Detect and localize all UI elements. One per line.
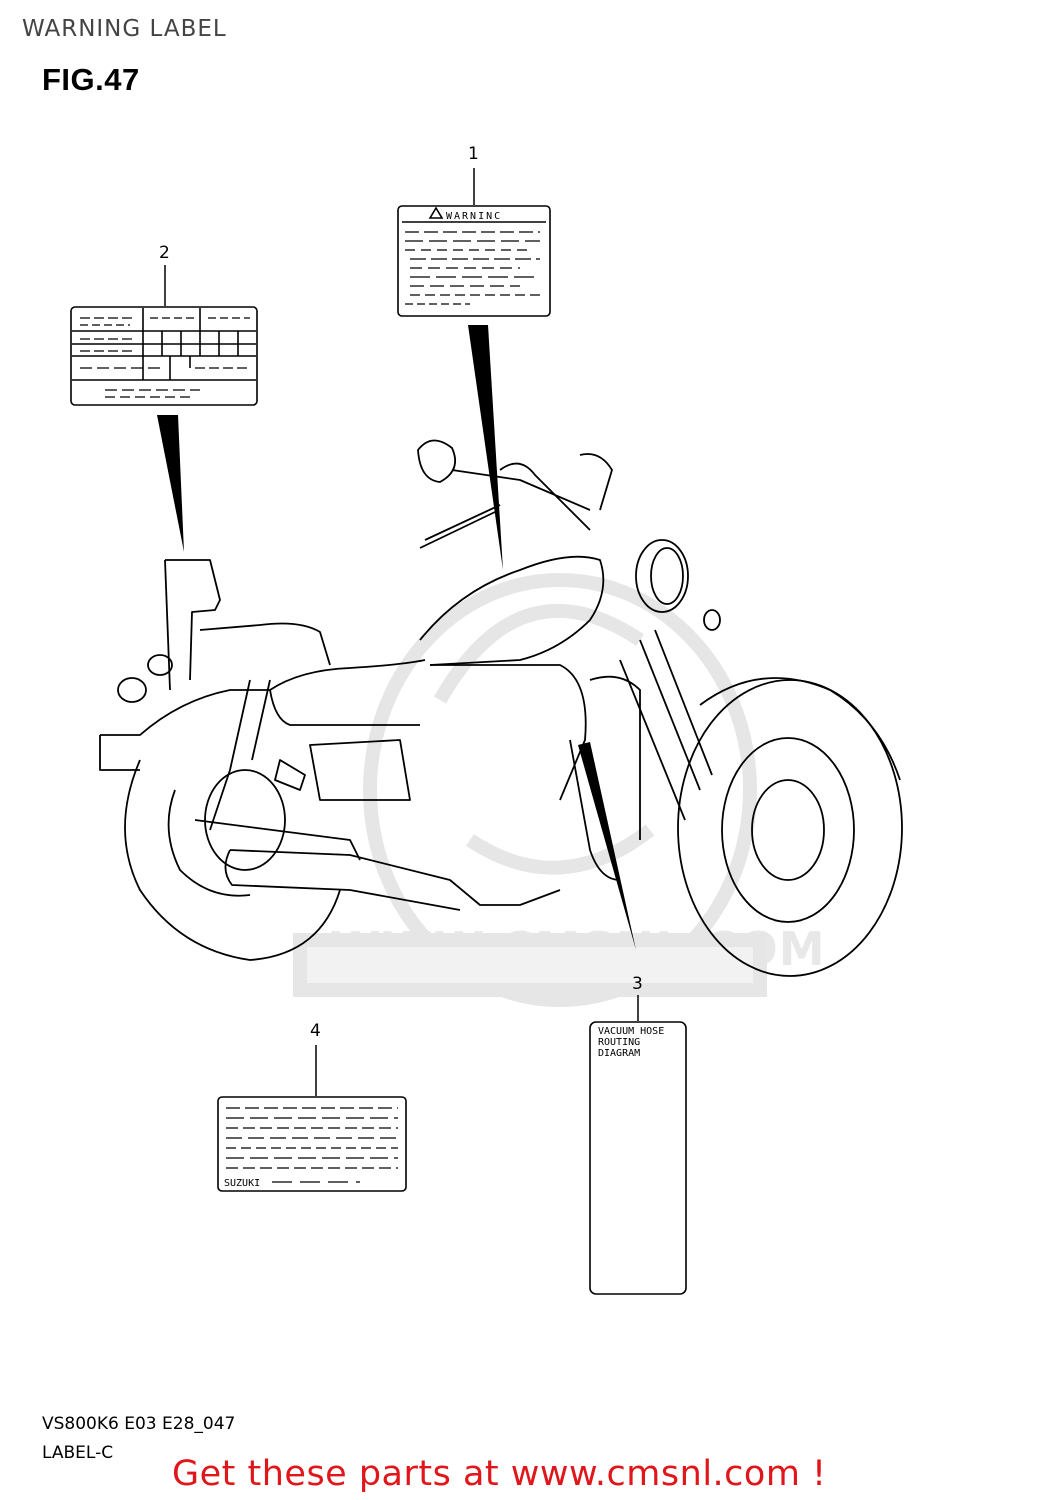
label-maker-name: SUZUKI bbox=[224, 1178, 260, 1189]
figure-number: FIG.47 bbox=[42, 62, 140, 97]
label-warning-title: WARNINC bbox=[446, 211, 502, 222]
label-maker bbox=[217, 1096, 407, 1192]
diagram-subtitle: LABEL-C bbox=[42, 1443, 114, 1463]
pointer-wedges bbox=[157, 325, 636, 950]
callout-1: 1 bbox=[468, 144, 479, 164]
page-header: WARNING LABEL bbox=[22, 16, 227, 42]
promo-banner[interactable]: Get these parts at www.cmsnl.com ! bbox=[172, 1454, 827, 1494]
label-spec-table bbox=[70, 306, 258, 406]
motorcycle-outline bbox=[99, 439, 903, 977]
watermark-logo bbox=[293, 573, 767, 1007]
label-warning bbox=[397, 205, 551, 317]
callout-leaders bbox=[164, 168, 639, 1096]
label-hose-line-2: ROUTING bbox=[598, 1037, 640, 1048]
label-hose-line-3: DIAGRAM bbox=[598, 1048, 640, 1059]
label-vacuum-hose bbox=[589, 1021, 687, 1295]
callout-2: 2 bbox=[159, 243, 170, 263]
callout-3: 3 bbox=[632, 974, 643, 994]
callout-4: 4 bbox=[310, 1021, 321, 1041]
label-hose-line-1: VACUUM HOSE bbox=[598, 1026, 664, 1037]
diagram-code: VS800K6 E03 E28_047 bbox=[42, 1414, 236, 1434]
